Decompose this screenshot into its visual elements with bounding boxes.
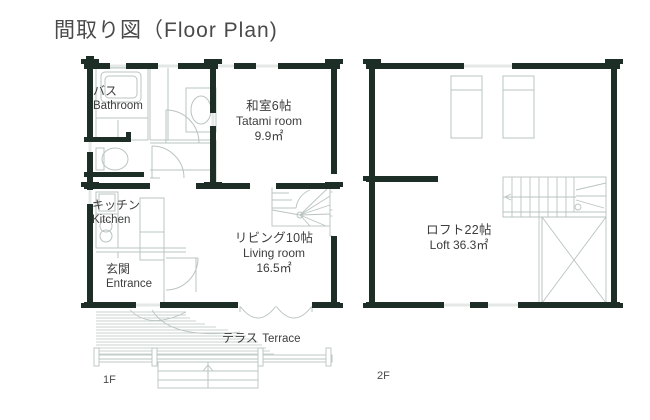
room-label-loft: ロフト22帖 Loft 36.3㎡ xyxy=(404,222,514,253)
entrance-door-swing xyxy=(165,257,199,292)
void-open-below xyxy=(538,216,607,304)
deck-posts xyxy=(93,347,332,367)
room-label-living-jp: リビング10帖 xyxy=(234,231,314,245)
room-label-bathroom: バス Bathroom xyxy=(93,84,143,114)
second-floor-walls xyxy=(363,59,623,308)
floor-tag-2f: 2F xyxy=(377,370,390,382)
room-label-entrance-en: Entrance xyxy=(106,278,153,291)
entrance-step-line xyxy=(96,232,186,305)
room-label-kitchen: キッチン Kitchen xyxy=(92,198,140,228)
room-label-bathroom-en: Bathroom xyxy=(93,100,143,113)
toilet-fixture xyxy=(95,147,129,171)
room-label-loft-en: Loft 36.3㎡ xyxy=(429,238,489,252)
room-label-tatami-area: 9.9㎡ xyxy=(254,129,284,144)
loft-staircase xyxy=(502,176,607,218)
second-floor-plan xyxy=(363,59,623,308)
room-label-tatami-room: 和室6帖 Tatami room 9.9㎡ xyxy=(224,98,314,145)
first-floor-plan xyxy=(81,56,343,389)
hall-door-swing xyxy=(150,145,185,179)
room-label-living-area: 16.5㎡ xyxy=(256,261,292,276)
room-label-living-room: リビング10帖 Living room 16.5㎡ xyxy=(224,230,324,277)
room-label-entrance: 玄関 Entrance xyxy=(106,262,152,292)
room-label-terrace: テラス Terrace xyxy=(222,328,301,348)
deck-front-step xyxy=(157,361,259,389)
room-label-bathroom-jp: バス xyxy=(93,84,118,98)
terrace-deck xyxy=(95,354,333,363)
floor-tag-1f: 1F xyxy=(103,374,116,386)
room-label-loft-jp: ロフト22帖 xyxy=(426,223,492,237)
terrace-door-swing xyxy=(239,305,313,319)
room-label-tatami-en: Tatami room xyxy=(235,114,303,128)
room-label-living-en: Living room xyxy=(242,246,306,260)
washbasin-fixture xyxy=(95,117,149,141)
room-label-terrace-jp: テラス xyxy=(222,331,258,345)
room-label-tatami-jp: 和室6帖 xyxy=(246,99,292,113)
room-label-entrance-jp: 玄関 xyxy=(106,262,131,276)
entrance-deck-steps xyxy=(96,309,274,355)
bed-right xyxy=(502,75,535,139)
room-label-terrace-en: Terrace xyxy=(262,333,301,345)
page-title: 間取り図（Floor Plan) xyxy=(54,19,278,42)
living-staircase xyxy=(271,185,331,227)
room-label-kitchen-en: Kitchen xyxy=(92,214,131,227)
bed-left xyxy=(450,75,483,139)
bathtub-fixture xyxy=(100,71,142,103)
bathroom-door-swing xyxy=(165,109,200,144)
first-floor-walls xyxy=(81,56,343,308)
room-label-kitchen-jp: キッチン xyxy=(92,198,141,212)
kitchen-appliance xyxy=(139,197,165,261)
